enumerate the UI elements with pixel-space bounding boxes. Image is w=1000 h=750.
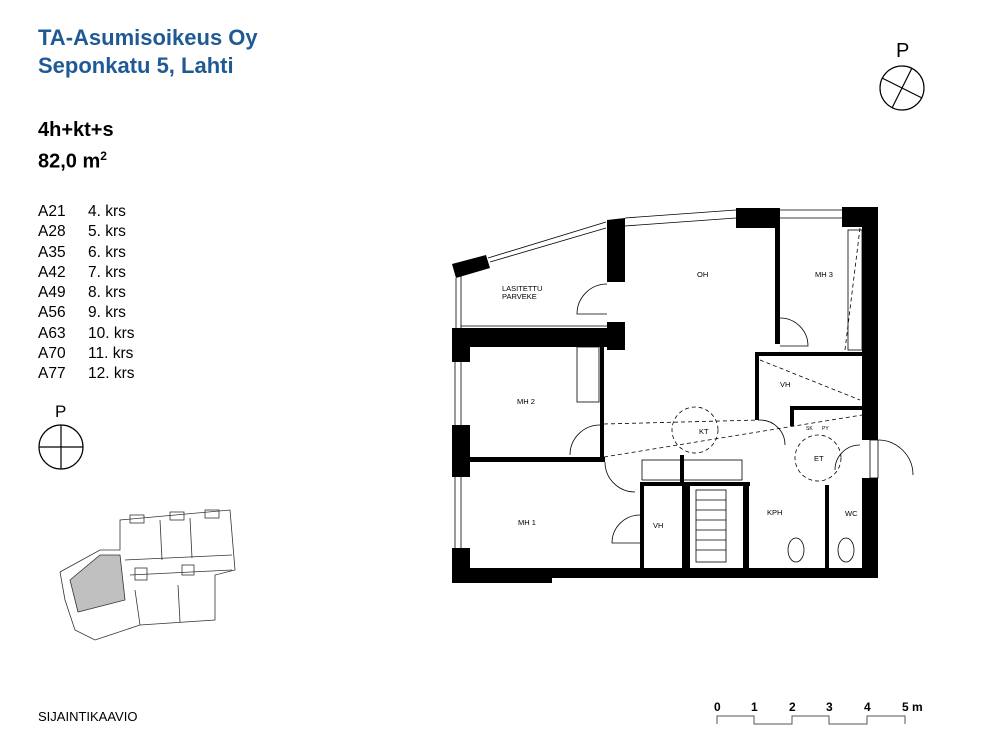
unit-floor: 5. krs xyxy=(88,223,126,241)
room-label-kt: KT xyxy=(699,427,709,436)
unit-floor: 4. krs xyxy=(88,203,126,220)
room-label-balcony-1: LASITETTU xyxy=(502,284,542,293)
room-label-wc: WC xyxy=(845,509,858,518)
room-label-kph: KPH xyxy=(767,508,782,517)
room-label-mh3: MH 3 xyxy=(815,270,833,279)
area-value: 82,0 m xyxy=(38,150,101,173)
unit-code: A35 xyxy=(38,243,66,261)
unit-code: A63 xyxy=(38,324,66,342)
unit-code: A70 xyxy=(38,345,66,363)
area-unit-sup: 2 xyxy=(100,149,107,163)
location-highlight xyxy=(69,554,126,613)
unit-row: A28 5. krs xyxy=(38,222,135,242)
compass-label-right: P xyxy=(896,40,910,62)
location-map xyxy=(59,509,236,641)
scale-tick: 0 xyxy=(714,700,721,714)
unit-floor: 10. krs xyxy=(88,324,135,342)
room-label-oh: OH xyxy=(697,270,708,279)
room-label-mh2: MH 2 xyxy=(517,397,535,406)
unit-code: A56 xyxy=(38,304,66,322)
unit-code: A28 xyxy=(38,223,66,241)
room-label-balcony-2: PARVEKE xyxy=(502,292,537,301)
apartment-area: 82,0 m2 xyxy=(38,144,107,175)
floor-plan: LASITETTU PARVEKE OH MH 3 MH 2 MH 1 KT V… xyxy=(452,207,914,583)
unit-floor: 9. krs xyxy=(88,304,126,322)
windows-and-fixtures xyxy=(454,209,914,563)
unit-code: A21 xyxy=(38,203,66,220)
unit-floor: 6. krs xyxy=(88,243,126,261)
compass-label-left: P xyxy=(55,402,67,421)
room-label-et: ET xyxy=(814,454,824,463)
unit-row: A49 8. krs xyxy=(38,283,135,303)
company-name: TA-Asumisoikeus Oy xyxy=(38,25,258,50)
compass-icon-right xyxy=(879,65,925,111)
room-label-vh-1: VH xyxy=(780,380,790,389)
unit-row: A56 9. krs xyxy=(38,303,135,323)
unit-row: A21 4. krs xyxy=(38,202,135,222)
scale-tick: 3 xyxy=(826,700,833,714)
unit-floor: 12. krs xyxy=(88,365,135,383)
scale-tick: 4 xyxy=(864,700,871,714)
room-label-vh-2: VH xyxy=(653,521,663,530)
scale-bar xyxy=(716,715,906,725)
unit-code: A49 xyxy=(38,284,66,302)
room-label-py: PY xyxy=(822,426,829,432)
unit-code: A77 xyxy=(38,365,66,383)
unit-row: A63 10. krs xyxy=(38,324,135,344)
scale-tick: 5 m xyxy=(902,700,923,714)
room-label-sk: SK xyxy=(806,426,813,432)
room-label-mh1: MH 1 xyxy=(518,518,536,527)
unit-row: A77 12. krs xyxy=(38,364,135,384)
unit-floor: 7. krs xyxy=(88,263,126,281)
unit-row: A42 7. krs xyxy=(38,263,135,283)
walls xyxy=(452,207,878,583)
unit-row: A70 11. krs xyxy=(38,344,135,364)
compass-icon-left xyxy=(38,424,84,470)
unit-row: A35 6. krs xyxy=(38,243,135,263)
address: Seponkatu 5, Lahti xyxy=(38,53,234,78)
unit-floor: 8. krs xyxy=(88,284,126,302)
scale-tick: 1 xyxy=(751,700,758,714)
scale-bar-labels: 0 1 2 3 4 5 m xyxy=(714,700,923,714)
scale-tick: 2 xyxy=(789,700,796,714)
room-labels: LASITETTU PARVEKE OH MH 3 MH 2 MH 1 KT V… xyxy=(502,270,858,530)
apartment-type: 4h+kt+s xyxy=(38,119,114,141)
unit-code: A42 xyxy=(38,263,66,281)
unit-floor: 11. krs xyxy=(88,345,134,363)
location-map-label: SIJAINTIKAAVIO xyxy=(38,709,138,724)
